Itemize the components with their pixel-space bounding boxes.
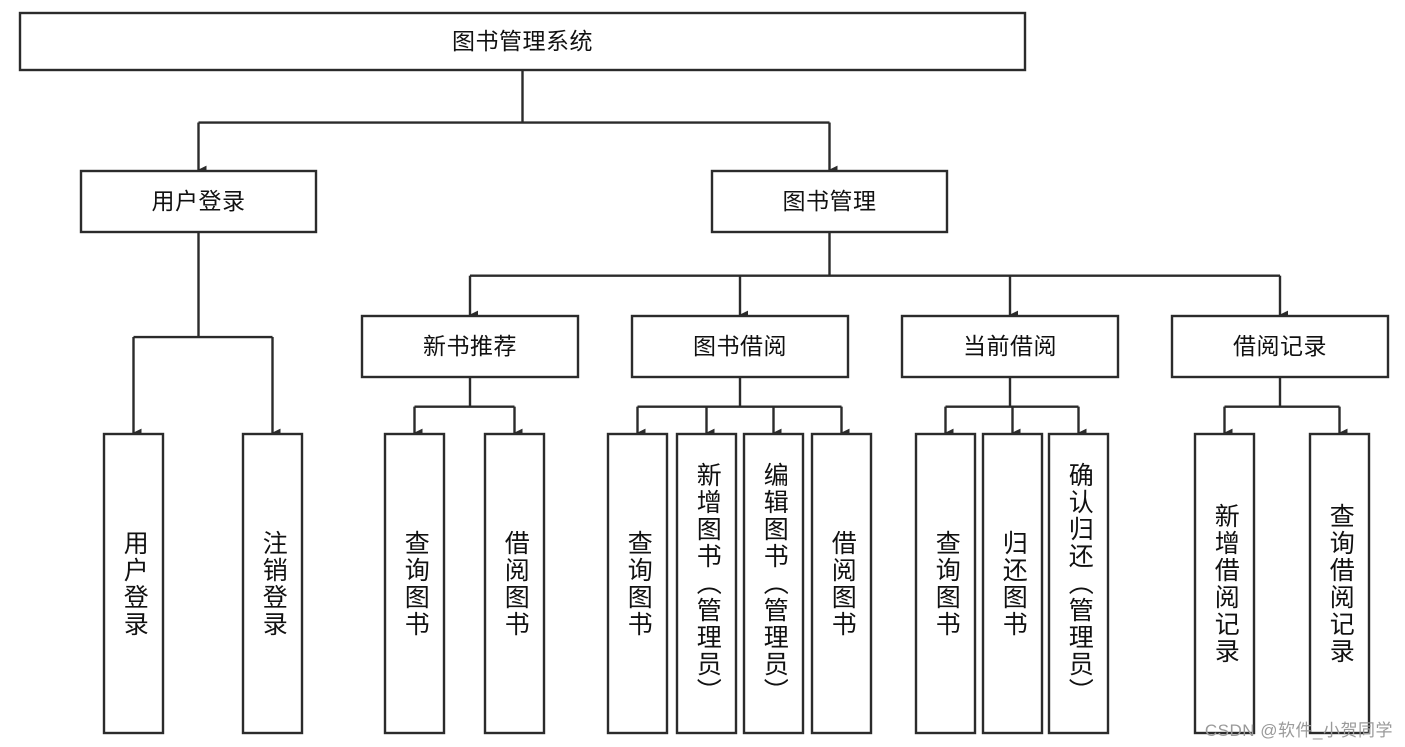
node-box-root (18, 11, 1027, 72)
node-box-leaf-user-login (102, 432, 165, 735)
node-box-leaf-confirm-return (1047, 432, 1110, 735)
node-box-borrow-record (1170, 314, 1390, 379)
node-box-user-login (79, 169, 318, 234)
node-box-book-manage (710, 169, 949, 234)
node-box-leaf-borrow-book-1 (483, 432, 546, 735)
node-box-leaf-add-book (675, 432, 738, 735)
node-rect-group (18, 11, 1390, 735)
node-box-leaf-logout (241, 432, 304, 735)
node-box-new-book-recommend (360, 314, 580, 379)
node-box-leaf-query-record (1308, 432, 1371, 735)
node-box-current-borrow (900, 314, 1120, 379)
node-box-leaf-query-book-3 (914, 432, 977, 735)
node-box-leaf-borrow-book-2 (810, 432, 873, 735)
node-box-leaf-return-book (981, 432, 1044, 735)
watermark-text: CSDN @软件_小贺同学 (1204, 721, 1393, 740)
connector-group (132, 70, 1348, 438)
node-box-leaf-query-book-1 (383, 432, 446, 735)
node-box-leaf-query-book-2 (606, 432, 669, 735)
node-box-leaf-edit-book (742, 432, 805, 735)
node-box-leaf-add-record (1193, 432, 1256, 735)
node-box-book-borrow (630, 314, 850, 379)
